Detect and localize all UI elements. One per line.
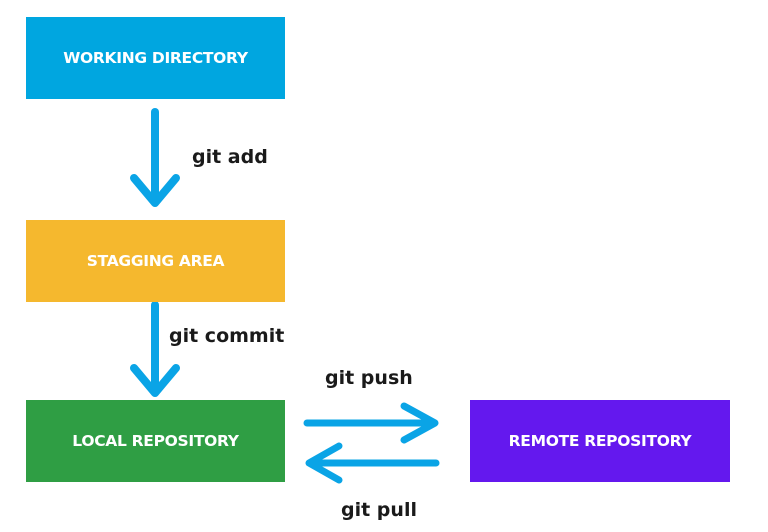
staging-area-label: STAGGING AREA <box>86 252 225 270</box>
git-add-label: git add <box>192 146 268 168</box>
remote-repository-box: REMOTE REPOSITORY <box>470 400 730 482</box>
arrow-down-icon <box>130 301 180 397</box>
git-push-label: git push <box>325 367 413 389</box>
git-pull-label: git pull <box>341 499 417 521</box>
working-directory-label: WORKING DIRECTORY <box>63 49 248 67</box>
local-repository-label: LOCAL REPOSITORY <box>72 432 239 450</box>
arrow-right-icon <box>303 402 439 444</box>
arrow-down-icon <box>130 108 180 207</box>
git-commit-label: git commit <box>169 325 285 347</box>
arrow-left-icon <box>305 442 440 484</box>
working-directory-box: WORKING DIRECTORY <box>26 17 285 99</box>
staging-area-box: STAGGING AREA <box>26 220 285 302</box>
remote-repository-label: REMOTE REPOSITORY <box>508 432 692 450</box>
local-repository-box: LOCAL REPOSITORY <box>26 400 285 482</box>
